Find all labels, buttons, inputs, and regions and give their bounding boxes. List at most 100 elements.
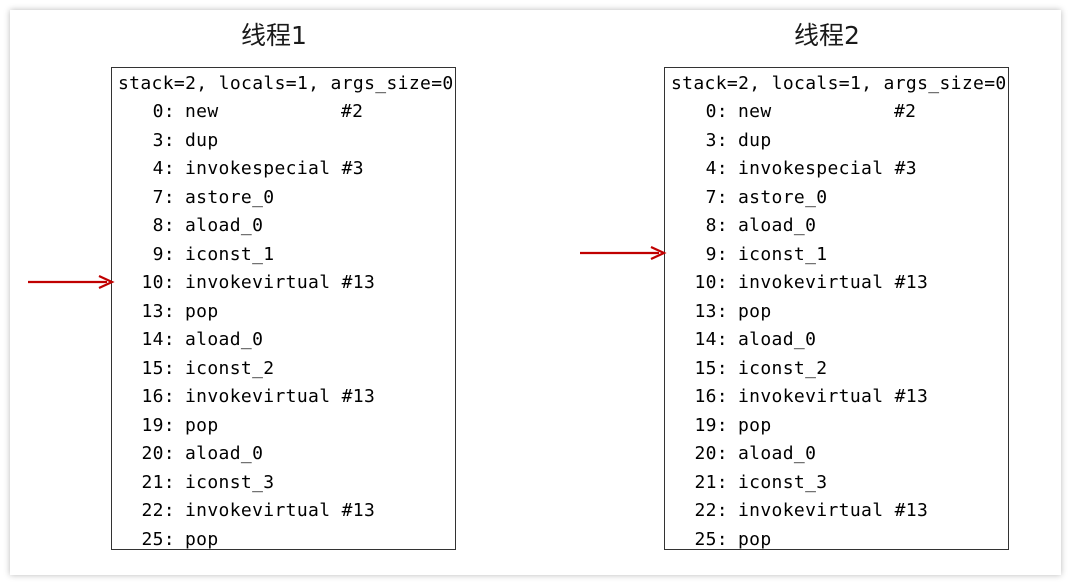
instruction-opcode: invokespecial #3 (738, 158, 917, 179)
instruction-opcode: iconst_2 (738, 357, 828, 379)
instruction-row: 3: dup (665, 127, 1008, 155)
instruction-offset: 15: (141, 357, 175, 379)
method-header: stack=2, locals=1, args_size=0 (671, 73, 1007, 94)
instruction-opcode: aload_0 (738, 215, 817, 236)
instruction-row: 14: aload_0 (112, 326, 455, 354)
instruction-opcode: iconst_1 (185, 243, 275, 265)
instruction-offset: 14: (141, 329, 175, 350)
instruction-offset: 19: (694, 414, 728, 436)
instruction-opcode: pop (185, 300, 219, 322)
instruction-row: 22: invokevirtual #13 (112, 497, 455, 525)
instruction-row: 0: new #2 (665, 98, 1008, 126)
instruction-row: 22: invokevirtual #13 (665, 497, 1008, 525)
instruction-offset: 25: (694, 528, 728, 550)
instruction-opcode: iconst_1 (738, 243, 828, 265)
instruction-opcode: aload_0 (738, 443, 817, 464)
instruction-row: 14: aload_0 (665, 326, 1008, 354)
instruction-offset: 19: (141, 414, 175, 436)
instruction-opcode: pop (185, 528, 219, 550)
instruction-offset: 3: (705, 129, 728, 151)
instruction-opcode: iconst_3 (738, 471, 828, 493)
instruction-row: 10: invokevirtual #13 (112, 269, 455, 297)
instruction-offset: 13: (694, 300, 728, 322)
instruction-offset: 9: (152, 243, 175, 265)
instruction-row: 3: dup (112, 127, 455, 155)
instruction-offset: 7: (705, 186, 728, 208)
instruction-row: 9: iconst_1 (665, 241, 1008, 269)
instruction-opcode: iconst_2 (185, 357, 275, 379)
instruction-offset: 13: (141, 300, 175, 322)
instruction-opcode: aload_0 (185, 215, 264, 236)
instruction-offset: 10: (141, 272, 175, 293)
instruction-offset: 16: (141, 386, 175, 407)
instruction-opcode: new (185, 101, 219, 122)
instruction-opcode: pop (738, 300, 772, 322)
instruction-opcode: pop (185, 414, 219, 436)
instruction-row: 13: pop (112, 298, 455, 326)
instruction-row: 13: pop (665, 298, 1008, 326)
instruction-opcode: new (738, 101, 772, 122)
instruction-offset: 9: (705, 243, 728, 265)
instruction-row: 9: iconst_1 (112, 241, 455, 269)
instruction-row: 16: invokevirtual #13 (665, 383, 1008, 411)
instruction-opcode: astore_0 (738, 186, 828, 208)
instruction-offset: 7: (152, 186, 175, 208)
instruction-row: 4: invokespecial #3 (112, 155, 455, 183)
instruction-opcode: astore_0 (185, 186, 275, 208)
instruction-offset: 22: (694, 500, 728, 521)
instruction-row: 4: invokespecial #3 (665, 155, 1008, 183)
instruction-offset: 0: (152, 101, 175, 122)
instruction-opcode: pop (738, 528, 772, 550)
instruction-opcode: invokevirtual #13 (185, 272, 376, 293)
bytecode-box-thread1: stack=2, locals=1, args_size=0 0: new #2 3:… (111, 67, 456, 550)
instruction-opcode: aload_0 (738, 329, 817, 350)
instruction-opcode: iconst_3 (185, 471, 275, 493)
instruction-offset: 0: (705, 101, 728, 122)
instruction-opcode: invokevirtual #13 (738, 386, 929, 407)
instruction-offset: 14: (694, 329, 728, 350)
instruction-row: 0: new #2 (112, 98, 455, 126)
panel-title-thread1: 线程1 (241, 21, 307, 50)
instruction-opcode: invokevirtual #13 (738, 500, 929, 521)
arrow-icon (580, 246, 667, 260)
instruction-offset: 21: (694, 471, 728, 493)
instruction-row: 16:invokevirtual #13 (112, 383, 455, 411)
instruction-row: 7: astore_0 (112, 184, 455, 212)
instruction-opcode: aload_0 (185, 443, 264, 464)
instruction-opcode: aload_0 (185, 329, 264, 350)
instruction-row: 15: iconst_2 (112, 355, 455, 383)
instruction-row: 15: iconst_2 (665, 355, 1008, 383)
instruction-opcode: invokevirtual #13 (185, 500, 376, 521)
instruction-offset: 20: (141, 443, 175, 464)
instruction-offset: 4: (152, 158, 175, 179)
instruction-offset: 22: (141, 500, 175, 521)
instruction-row: 25: pop (112, 526, 455, 554)
instruction-opcode: invokespecial #3 (185, 158, 364, 179)
instruction-operand: #2 (894, 101, 917, 122)
instruction-row: 20: aload_0 (665, 440, 1008, 468)
instruction-opcode: dup (738, 129, 772, 151)
instruction-operand: #2 (341, 101, 364, 122)
instruction-offset: 25: (141, 528, 175, 550)
instruction-opcode: dup (185, 129, 219, 151)
instruction-offset: 16: (694, 386, 728, 407)
bytecode-box-thread2: stack=2, locals=1, args_size=0 0: new #2 3:… (664, 67, 1009, 550)
instruction-offset: 21: (141, 471, 175, 493)
instruction-row: 25: pop (665, 526, 1008, 554)
instruction-row: 8:aload_0 (665, 212, 1008, 240)
instruction-row: 21: iconst_3 (112, 469, 455, 497)
panel-title-thread2: 线程2 (794, 21, 860, 50)
instruction-offset: 4: (705, 158, 728, 179)
instruction-row: 21: iconst_3 (665, 469, 1008, 497)
instruction-row: 19: pop (112, 412, 455, 440)
instruction-offset: 20: (694, 443, 728, 464)
instruction-row: 19: pop (665, 412, 1008, 440)
instruction-offset: 15: (694, 357, 728, 379)
method-header: stack=2, locals=1, args_size=0 (118, 73, 454, 94)
instruction-row: 8: aload_0 (112, 212, 455, 240)
instruction-row: 10:invokevirtual #13 (665, 269, 1008, 297)
instruction-offset: 8: (152, 215, 175, 236)
instruction-opcode: pop (738, 414, 772, 436)
instruction-offset: 3: (152, 129, 175, 151)
